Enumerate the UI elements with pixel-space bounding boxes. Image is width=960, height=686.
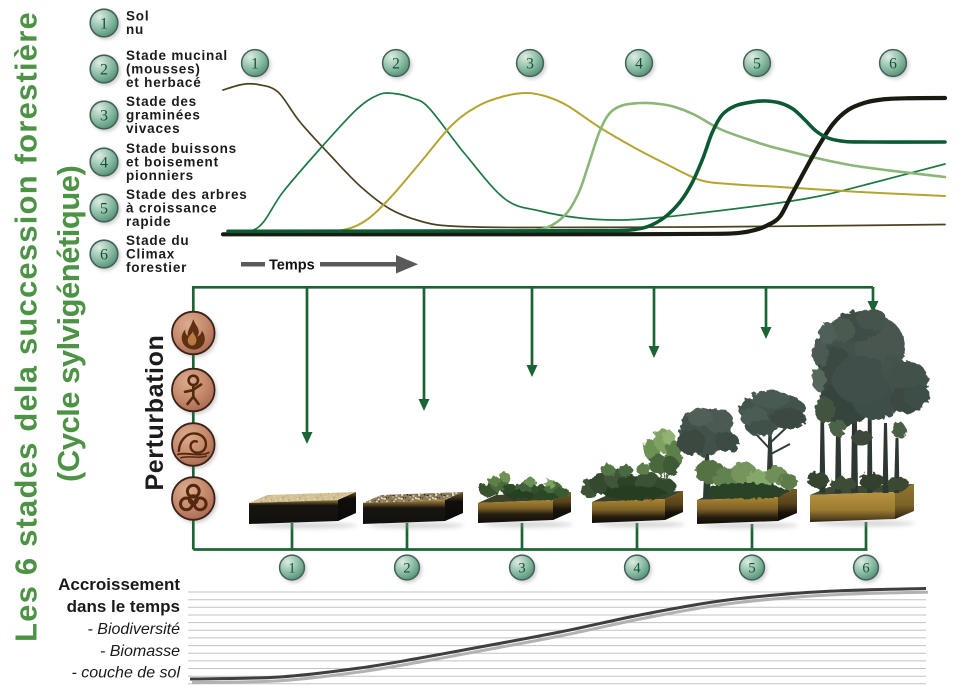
svg-text:Les 6 stades dela succession f: Les 6 stades dela succession forestière <box>9 11 44 642</box>
svg-text:dans le temps: dans le temps <box>67 597 180 616</box>
svg-text:Stade du: Stade du <box>126 233 189 248</box>
svg-text:rapide: rapide <box>126 214 171 229</box>
svg-text:nu: nu <box>126 22 144 37</box>
svg-text:(Cycle sylvigénétique): (Cycle sylvigénétique) <box>51 166 86 482</box>
svg-text:Perturbation: Perturbation <box>141 335 169 491</box>
svg-text:pionniers: pionniers <box>126 168 194 183</box>
svg-text:Stade mucinal: Stade mucinal <box>126 48 228 63</box>
svg-text:2: 2 <box>392 55 400 72</box>
svg-text:1: 1 <box>100 16 108 33</box>
svg-text:6: 6 <box>862 561 869 577</box>
svg-text:5: 5 <box>100 201 108 218</box>
svg-text:4: 4 <box>100 155 108 172</box>
svg-text:2: 2 <box>100 62 108 79</box>
svg-text:3: 3 <box>518 561 525 577</box>
svg-text:Climax: Climax <box>126 247 175 262</box>
svg-text:(mousses): (mousses) <box>126 62 201 77</box>
svg-text:- Biodiversité: - Biodiversité <box>88 621 181 638</box>
svg-text:Temps: Temps <box>269 258 315 274</box>
svg-text:1: 1 <box>288 561 295 577</box>
svg-text:vivaces: vivaces <box>126 121 180 136</box>
svg-text:- couche de sol: - couche de sol <box>71 665 180 682</box>
svg-text:Stade buissons: Stade buissons <box>126 141 237 156</box>
svg-text:4: 4 <box>633 561 641 577</box>
svg-text:3: 3 <box>100 108 108 125</box>
svg-text:et herbacé: et herbacé <box>126 75 202 90</box>
svg-text:6: 6 <box>889 55 897 72</box>
svg-text:3: 3 <box>526 55 534 72</box>
svg-text:graminées: graminées <box>126 108 201 123</box>
svg-text:5: 5 <box>748 561 755 577</box>
svg-text:1: 1 <box>251 55 259 72</box>
svg-text:et boisement: et boisement <box>126 155 219 170</box>
svg-text:4: 4 <box>635 55 643 72</box>
svg-text:2: 2 <box>403 561 410 577</box>
svg-text:6: 6 <box>100 247 108 264</box>
svg-text:Stade des: Stade des <box>126 94 197 109</box>
svg-text:5: 5 <box>753 55 761 72</box>
svg-text:Sol: Sol <box>126 9 149 24</box>
svg-text:à croissance: à croissance <box>126 201 217 216</box>
svg-text:Stade des arbres: Stade des arbres <box>126 187 248 202</box>
svg-text:- Biomasse: - Biomasse <box>100 643 180 660</box>
svg-text:forestier: forestier <box>126 260 187 275</box>
svg-text:Accroissement: Accroissement <box>58 575 180 594</box>
